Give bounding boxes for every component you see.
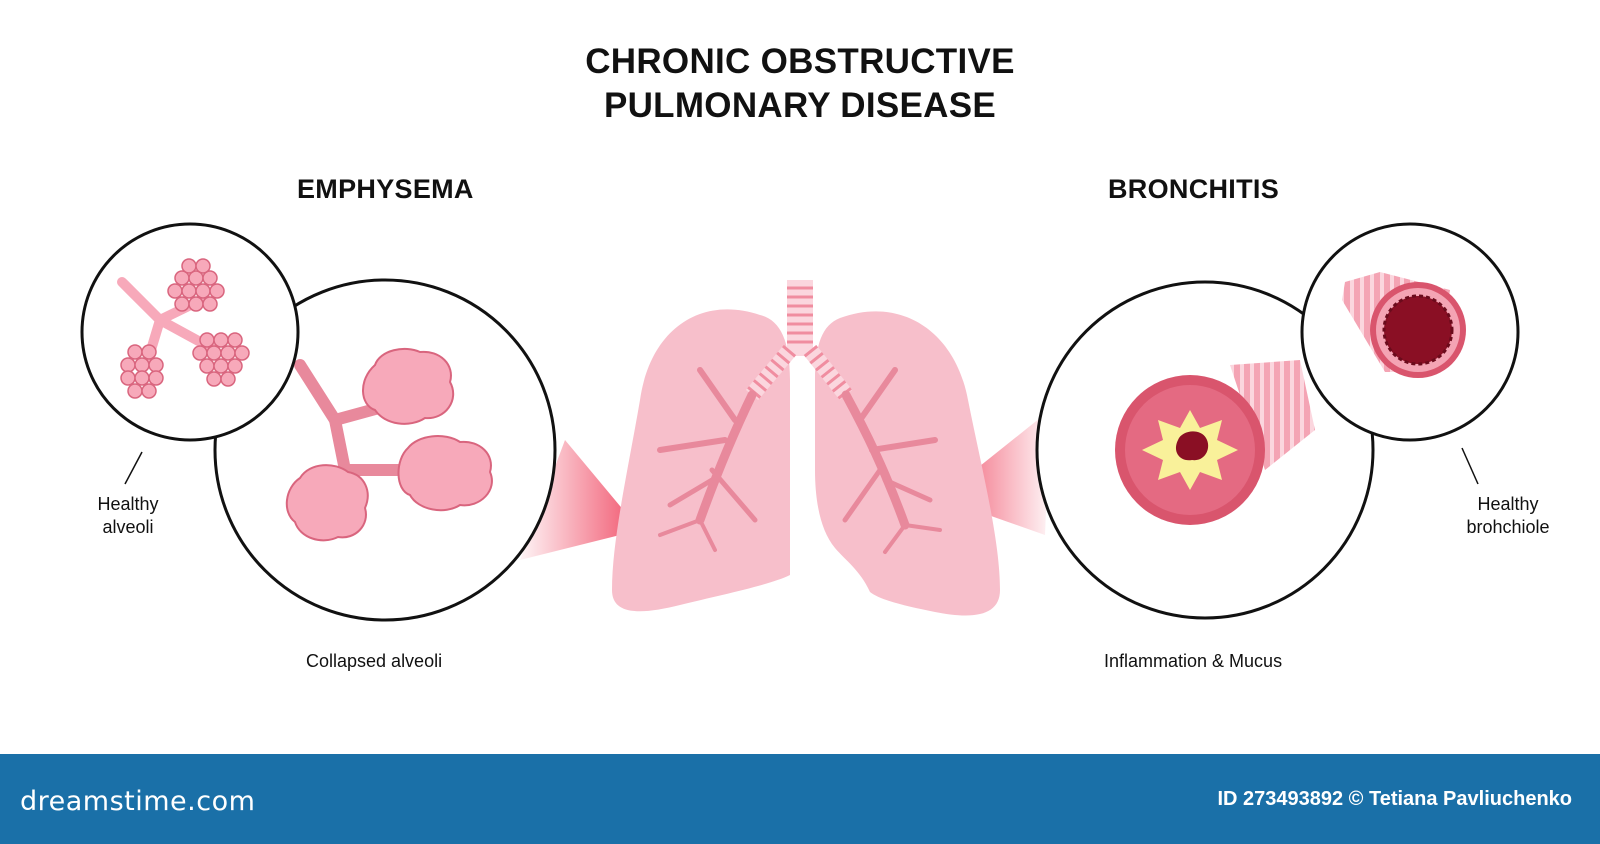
narrowed-lumen [1175,431,1209,461]
healthy-bronchiole-line-2: brohchiole [1466,517,1550,537]
collapsed-alveolus [362,347,455,425]
healthy-bronchiole-line-1: Healthy [1477,494,1539,514]
title-line-1: CHRONIC OBSTRUCTIVE [585,42,1015,81]
image-credit: ID 273493892 © Tetiana Pavliuchenko [1217,788,1572,810]
footer-bar: dreamstime.com ID 273493892 © Tetiana Pa… [0,754,1600,844]
healthy-alveoli-circle [80,222,300,485]
healthy-bronchiole-circle [1300,222,1520,485]
collapsed-alveolus [285,464,369,542]
emphysema-heading: EMPHYSEMA [297,174,474,204]
collapsed-alveolus [397,435,493,512]
healthy-alveoli-line-2: alveoli [102,517,154,537]
right-lung [815,311,1000,616]
emphysema-beam [520,440,640,560]
dreamstime-logo[interactable]: dreamstime.com [20,786,256,817]
left-lung [612,309,790,612]
inflammation-mucus-label: Inflammation & Mucus [1104,651,1283,671]
healthy-alveoli-pointer [124,451,143,485]
page-title: CHRONIC OBSTRUCTIVE PULMONARY DISEASE [0,40,1600,128]
trachea [787,280,813,356]
healthy-alveoli-cluster [120,258,250,399]
inflamed-bronchiole-circle [1035,280,1375,620]
healthy-bronchiole-label: Healthy brohchiole [1448,493,1568,539]
copd-illustration [80,222,1520,622]
title-line-2: PULMONARY DISEASE [603,86,997,125]
healthy-bronchiole-pointer [1461,447,1479,485]
healthy-alveoli-label: Healthy alveoli [84,493,172,539]
collapsed-alveoli-label: Collapsed alveoli [306,651,443,671]
healthy-alveoli-line-1: Healthy [97,494,159,514]
healthy-lumen [1382,294,1454,366]
bronchitis-heading: BRONCHITIS [1108,174,1279,204]
collapsed-alveoli-circle [213,278,557,622]
trachea-rings [787,286,813,344]
lungs [612,280,1000,616]
bronchial-tree [657,367,942,554]
